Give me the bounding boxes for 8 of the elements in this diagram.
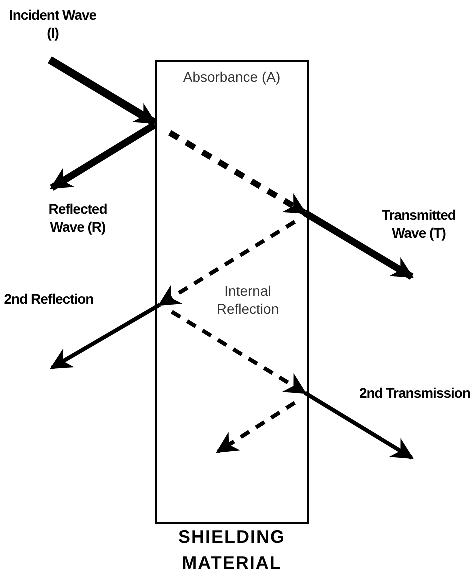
wave-label: Reflected Wave (R) (48, 200, 108, 236)
wave-label: 2nd Reflection (3, 290, 95, 308)
internal-reflection-label: Internal Reflection (216, 282, 280, 318)
wave-label: 2nd Transmission (358, 384, 472, 402)
material-title: SHIELDING MATERIAL (177, 526, 286, 576)
wave-label: Transmitted Wave (T) (381, 206, 457, 242)
absorbance-label: Absorbance (A) (182, 68, 282, 86)
wave-label: Incident Wave (I) (8, 6, 98, 42)
